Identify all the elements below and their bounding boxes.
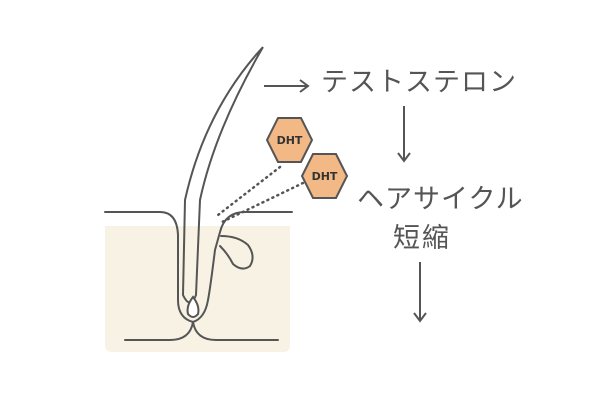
- shortening-label: 短縮: [393, 223, 451, 254]
- skin-surface-right: [192, 211, 293, 323]
- dht-path-dotted-1: [216, 165, 282, 217]
- hexagon-icon: [265, 117, 314, 163]
- dht-path-dotted-2: [218, 181, 305, 225]
- testosterone-label: テストステロン: [321, 67, 517, 98]
- hexagon-icon: [300, 153, 349, 199]
- dermal-papilla: [186, 295, 200, 318]
- dht-label-2: DHT: [312, 170, 338, 183]
- skin-block: [105, 226, 290, 352]
- dht-molecule-1: DHT: [265, 117, 314, 163]
- arrow-down-icon: [397, 106, 411, 163]
- sebaceous-gland: [219, 235, 254, 270]
- dht-molecule-2: DHT: [300, 153, 349, 199]
- arrow-right-icon: [264, 79, 310, 93]
- hair-cycle-label: ヘアサイクル: [357, 184, 524, 215]
- arrow-down-icon: [413, 262, 427, 323]
- skin-surface-left: [104, 211, 194, 323]
- dht-label-1: DHT: [277, 134, 303, 147]
- follicle-base-line: [124, 321, 279, 341]
